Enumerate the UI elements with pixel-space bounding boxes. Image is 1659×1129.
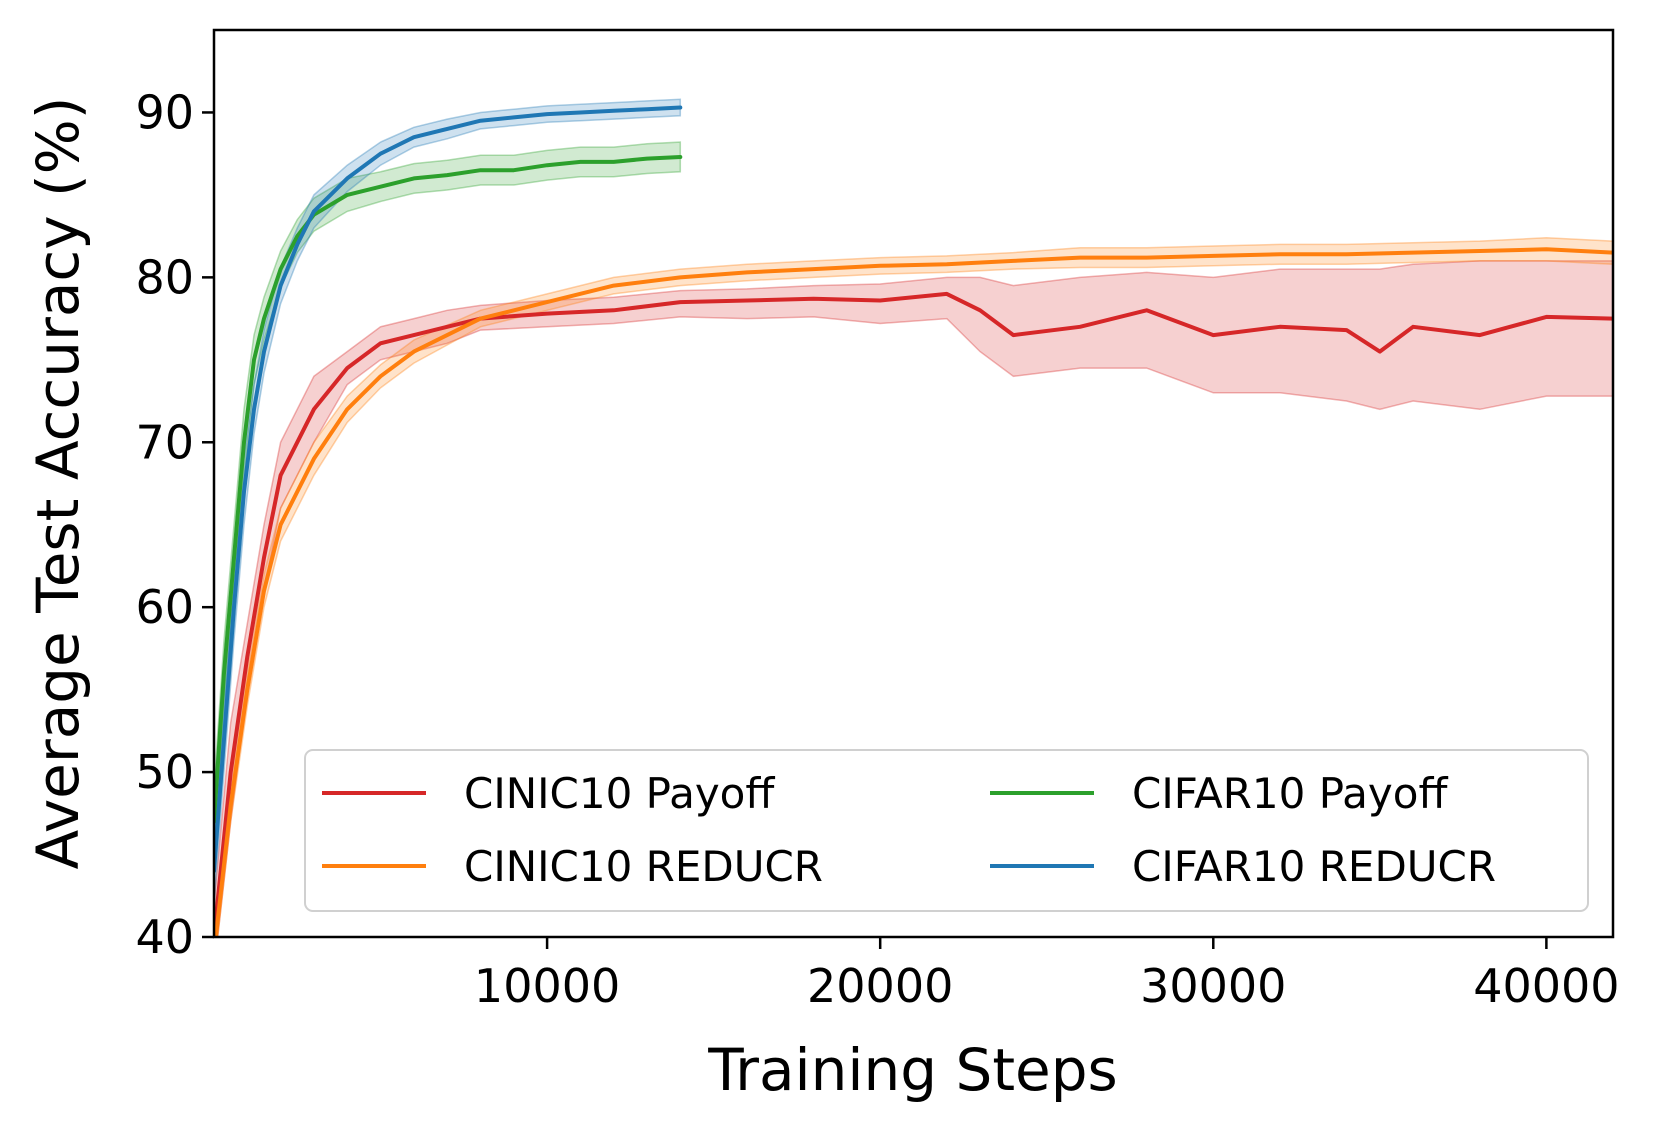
- series-line-1: [214, 247, 1613, 937]
- legend-label-2: CIFAR10 Payoff: [1132, 769, 1448, 818]
- legend-label-1: CINIC10 REDUCR: [464, 842, 823, 891]
- series-line-3: [214, 105, 683, 873]
- x-axis-title: Training Steps: [707, 1036, 1118, 1104]
- x-axis: 10000 20000 30000 40000: [474, 937, 1620, 1013]
- y-axis-title: Average Test Accuracy (%): [24, 97, 92, 870]
- series-line-0: [214, 291, 1613, 937]
- x-tick-label: 10000: [474, 959, 620, 1013]
- legend-label-3: CIFAR10 REDUCR: [1132, 842, 1496, 891]
- x-tick-label: 30000: [1140, 959, 1286, 1013]
- legend-box: [304, 749, 1589, 912]
- y-tick-label: 50: [135, 745, 194, 799]
- x-tick-label: 20000: [807, 959, 953, 1013]
- y-tick-label: 70: [135, 415, 194, 469]
- series-line-2: [214, 155, 683, 824]
- series-band-0: [214, 260, 1613, 937]
- y-tick-label: 80: [135, 250, 194, 304]
- plot-frame: [212, 28, 1615, 939]
- y-axis: 40 50 60 70 80 90: [135, 85, 214, 964]
- y-tick-label: 60: [135, 580, 194, 634]
- series-lines: [214, 105, 1613, 937]
- y-tick-label: 40: [135, 910, 194, 964]
- y-tick-label: 90: [135, 85, 194, 139]
- series-band-3: [214, 98, 682, 905]
- x-tick-label: 40000: [1473, 959, 1619, 1013]
- legend-label-0: CINIC10 Payoff: [464, 769, 775, 818]
- series-band-1: [214, 237, 1613, 937]
